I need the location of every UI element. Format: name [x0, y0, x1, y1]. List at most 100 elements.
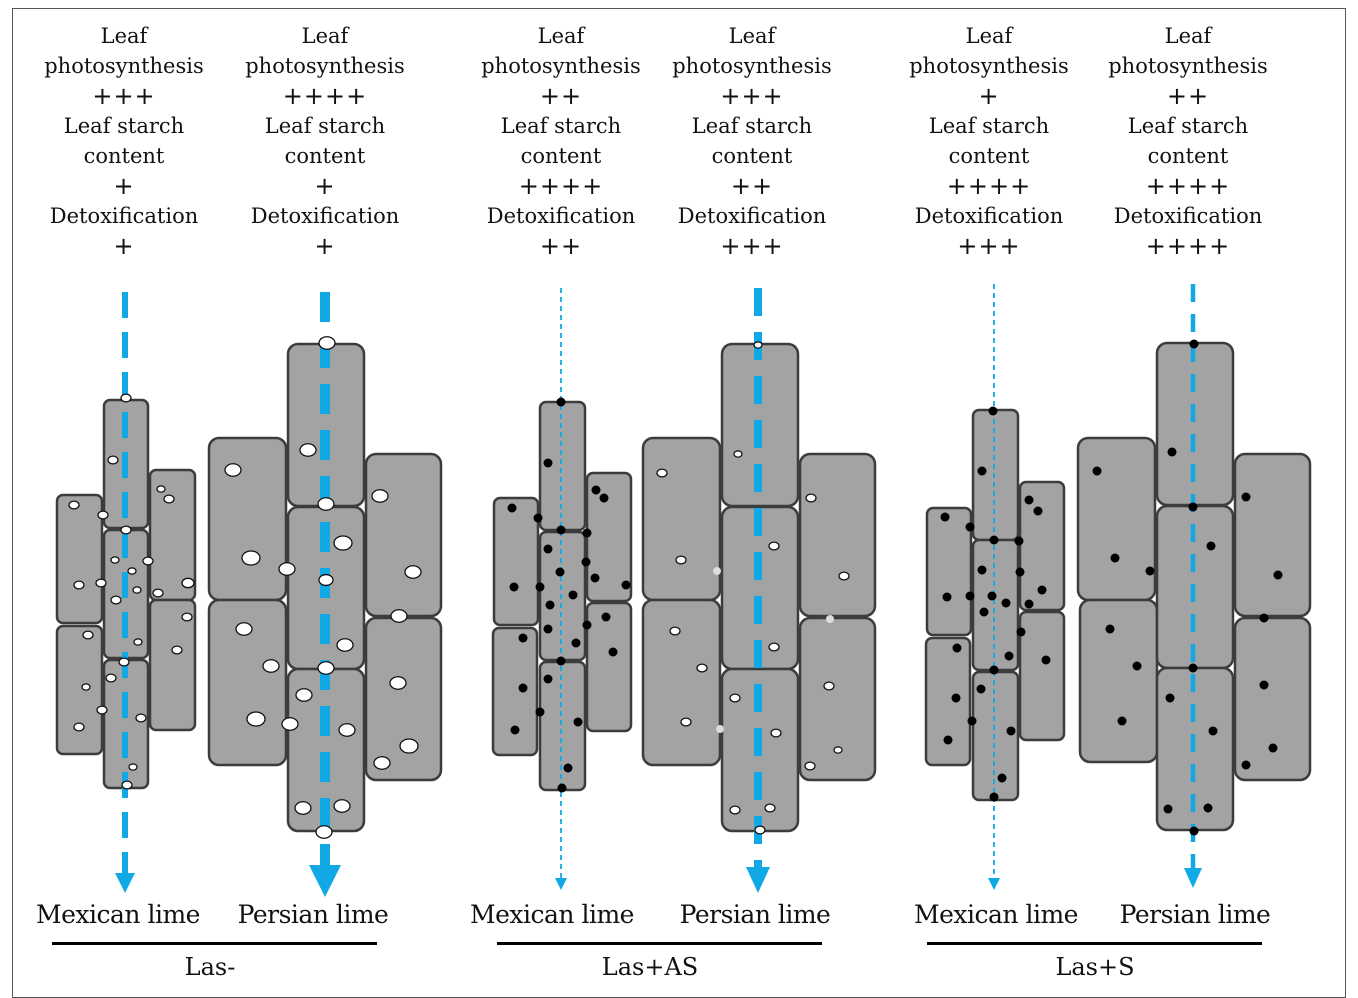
callose-dot — [599, 493, 609, 503]
starch-grain — [95, 578, 107, 588]
starch-grain — [336, 638, 354, 652]
starch-grain — [805, 493, 817, 503]
starch-grain — [281, 717, 299, 731]
callose-dot — [979, 607, 989, 617]
callose-dot — [1188, 663, 1198, 673]
detox-level: + — [314, 232, 336, 260]
callose-dot — [573, 717, 583, 727]
callose-dot — [543, 544, 553, 554]
phloem-cell — [492, 496, 540, 627]
arrow-head — [1184, 868, 1202, 888]
callose-dot — [951, 693, 961, 703]
callose-dot — [509, 582, 519, 592]
callose-dot — [535, 582, 545, 592]
callose-dot — [582, 528, 592, 538]
species-label-mexican-3: Mexican lime — [914, 900, 1078, 929]
starch-grain — [833, 746, 843, 754]
callose-dot — [556, 397, 566, 407]
starch-label-2: content — [284, 144, 366, 168]
photosynthesis-level: +++ — [720, 82, 784, 110]
starch-grain — [97, 510, 109, 520]
starch-grain — [142, 556, 154, 566]
callose-dot — [977, 565, 987, 575]
phloem-cell — [148, 598, 197, 732]
starch-grain — [105, 673, 117, 683]
starch-grain — [82, 630, 94, 640]
phloem-cell — [364, 452, 443, 618]
starch-grain — [262, 659, 280, 673]
starch-grain — [128, 763, 138, 771]
callose-dot — [940, 512, 950, 522]
callose-dot — [1132, 661, 1142, 671]
starch-grain — [171, 645, 183, 655]
starch-label-2: content — [1147, 144, 1229, 168]
starch-grain — [373, 756, 391, 770]
starch-label: Leaf starch — [63, 114, 185, 138]
starch-grain — [68, 500, 80, 510]
starch-grain — [753, 341, 763, 349]
phloem-cell — [1018, 480, 1066, 612]
starch-grain — [127, 567, 137, 575]
starch-grain — [73, 580, 85, 590]
photo-label-2: photosynthesis — [245, 54, 405, 78]
arrow-head — [988, 878, 1000, 890]
starch-grain — [669, 626, 681, 636]
starch-label-2: content — [948, 144, 1030, 168]
callose-dot — [1167, 447, 1177, 457]
phloem-cell — [1078, 598, 1159, 764]
arrow-head — [115, 873, 135, 893]
detox-level: + — [113, 232, 135, 260]
detox-label: Detoxification — [49, 204, 199, 228]
callose-dot — [989, 665, 999, 675]
starch-label: Leaf starch — [691, 114, 813, 138]
starch-level: ++++ — [518, 172, 604, 200]
faded-grain — [826, 615, 834, 623]
starch-level: ++++ — [1145, 172, 1231, 200]
starch-grain — [156, 485, 166, 493]
faded-grain — [716, 725, 724, 733]
starch-grain — [107, 455, 119, 465]
callose-dot — [510, 725, 520, 735]
detox-label: Detoxification — [914, 204, 1064, 228]
treatment-label-las-s: Las+S — [1055, 953, 1135, 981]
detox-label: Detoxification — [250, 204, 400, 228]
phloem-cell — [971, 538, 1020, 672]
callose-dot — [535, 707, 545, 717]
photo-label-2: photosynthesis — [909, 54, 1069, 78]
callose-dot — [545, 600, 555, 610]
callose-dot — [1165, 693, 1175, 703]
phloem-cell — [924, 636, 972, 767]
callose-dot — [1145, 566, 1155, 576]
photosynthesis-level: ++++ — [282, 82, 368, 110]
species-label-persian-2: Persian lime — [679, 900, 831, 929]
callose-dot — [976, 684, 986, 694]
callose-dot — [533, 513, 543, 523]
callose-dot — [1033, 506, 1043, 516]
callose-dot — [1041, 655, 1051, 665]
phloem-cell — [798, 616, 877, 782]
callose-dot — [1110, 553, 1120, 563]
starch-grain — [333, 535, 353, 551]
arrow-head — [746, 867, 770, 893]
phloem-cell — [798, 452, 877, 618]
starch-grain — [118, 657, 130, 667]
callose-dot — [1006, 726, 1016, 736]
starch-grain — [823, 681, 835, 691]
callose-dot — [543, 624, 553, 634]
callose-dot — [1206, 541, 1216, 551]
phloem-cell — [55, 624, 104, 756]
callose-dot — [989, 535, 999, 545]
starch-grain — [121, 780, 133, 790]
callose-dot — [557, 783, 567, 793]
callose-dot — [1117, 716, 1127, 726]
callose-dot — [1259, 680, 1269, 690]
starch-grain — [96, 705, 108, 715]
starch-grain — [132, 586, 142, 594]
phloem-cell — [55, 493, 104, 625]
starch-grain — [733, 450, 743, 458]
callose-dot — [568, 590, 578, 600]
treatment-label-las-as: Las+AS — [601, 953, 699, 981]
phloem-cell — [207, 436, 288, 602]
